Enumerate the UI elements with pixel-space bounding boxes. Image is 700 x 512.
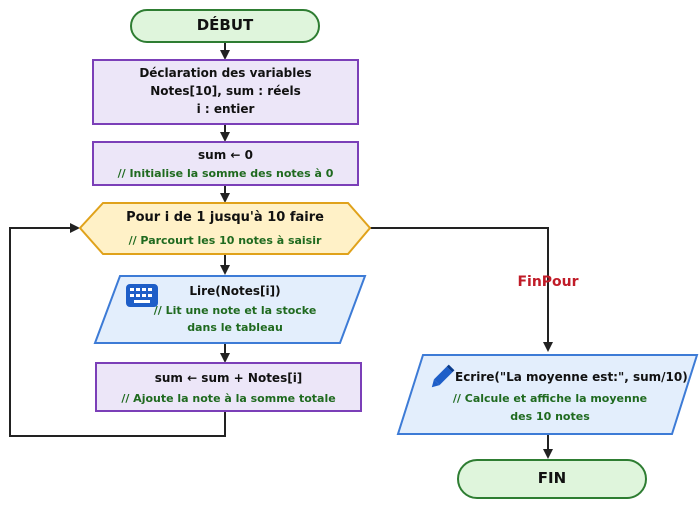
read-comment-line-2: dans le tableau (187, 321, 283, 334)
write-parallelogram (396, 354, 699, 435)
loop-comment: // Parcourt les 10 notes à saisir (128, 234, 322, 247)
accumulate-comment: // Ajoute la note à la somme totale (121, 392, 336, 405)
end-terminal (457, 459, 647, 499)
init-comment: // Initialise la somme des notes à 0 (117, 167, 334, 180)
loop-exit-arrow (370, 227, 553, 352)
write-code: Ecrire("La moyenne est:", sum/10) (455, 370, 688, 384)
declaration-box (92, 59, 359, 125)
start-terminal (130, 9, 320, 43)
loop-header: Pour i de 1 jusqu'à 10 faire (126, 210, 324, 225)
read-comment-line-1: // Lit une note et la stocke (153, 304, 317, 317)
write-comment-line-2: des 10 notes (510, 410, 590, 423)
init-box (92, 141, 359, 186)
end-label: FIN (537, 469, 567, 487)
declaration-line-3: i : entier (196, 102, 255, 116)
init-code: sum ← 0 (198, 148, 253, 162)
read-parallelogram (93, 275, 367, 344)
declaration-line-1: Déclaration des variables (139, 66, 312, 80)
loop-hexagon (78, 202, 372, 255)
accumulate-box (95, 362, 362, 412)
pencil-icon (431, 364, 455, 388)
start-label: DÉBUT (196, 16, 254, 34)
accumulate-code: sum ← sum + Notes[i] (154, 371, 303, 385)
loop-back-arrow (9, 223, 226, 437)
write-comment-line-1: // Calcule et affiche la moyenne (452, 392, 648, 405)
read-code: Lire(Notes[i]) (189, 284, 281, 298)
finpour-label: FinPour (517, 274, 579, 290)
declaration-line-2: Notes[10], sum : réels (150, 84, 301, 98)
keyboard-icon (126, 284, 158, 307)
connectors (9, 42, 553, 459)
